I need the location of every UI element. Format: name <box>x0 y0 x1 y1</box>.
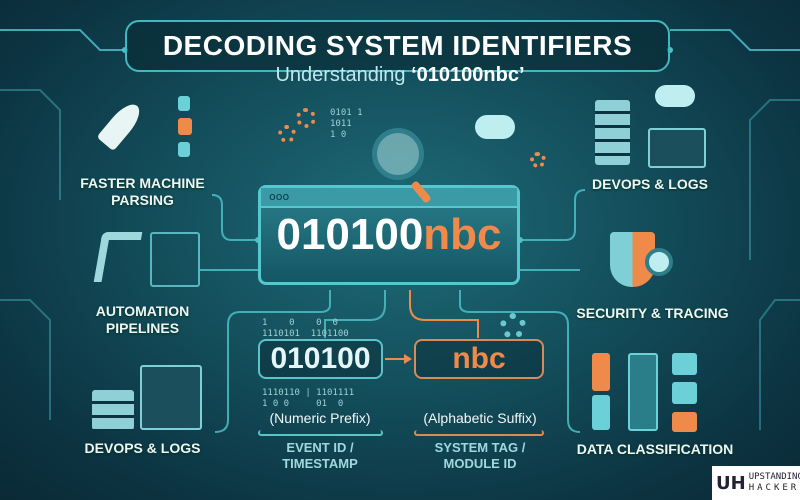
alpha-suffix-meaning: SYSTEM TAG / MODULE ID <box>434 440 526 471</box>
documents-icon <box>592 353 610 391</box>
gear-icon <box>530 152 546 168</box>
document-icon <box>178 142 190 157</box>
cloud-sync-icon <box>475 115 515 139</box>
binary-top: 1 0 0 0 1110101 1101100 <box>262 318 349 339</box>
benefit-security-tracing: SECURITY & TRACING <box>576 305 729 321</box>
magnifier-icon <box>372 128 424 180</box>
gear-icon <box>278 125 296 143</box>
identifier-display: 010100nbc <box>261 210 517 260</box>
magnifier-icon <box>645 248 673 276</box>
benefit-data-classification: DATA CLASSIFICATION <box>576 441 734 457</box>
cloud-icon <box>655 85 695 107</box>
document-icon <box>628 353 658 431</box>
window-titlebar: ooo <box>261 188 517 208</box>
document-icon <box>178 96 190 111</box>
bracket <box>414 430 544 436</box>
logo-text-top: UPSTANDING <box>748 472 800 482</box>
server-icon <box>92 390 134 430</box>
brand-logo: UH UPSTANDING HACKER <box>712 466 800 500</box>
document-icon <box>672 382 697 404</box>
identifier-alpha: nbc <box>423 210 502 259</box>
page-title: DECODING SYSTEM IDENTIFIERS <box>162 30 633 61</box>
gear-icon <box>296 108 316 128</box>
title-banner: DECODING SYSTEM IDENTIFIERS <box>125 20 670 72</box>
server-cloud-icon <box>595 100 630 165</box>
benefit-devops-logs-left: DEVOPS & LOGS <box>84 440 201 456</box>
logo-text-bottom: HACKER <box>748 483 800 493</box>
benefit-automation: AUTOMATION PIPELINES <box>95 303 190 336</box>
identifier-numeric: 010100 <box>276 210 424 259</box>
numeric-prefix-box: 010100 <box>258 339 383 379</box>
numeric-prefix-meaning: EVENT ID / TIMESTAMP <box>282 440 358 471</box>
subtitle-text: Understanding <box>275 64 412 86</box>
log-window-icon <box>648 128 706 168</box>
document-icon <box>592 395 610 430</box>
alpha-suffix-caption: (Alphabetic Suffix) <box>423 410 537 426</box>
identifier-window: ooo 010100nbc <box>258 185 520 285</box>
document-icon <box>178 118 192 135</box>
document-icon <box>672 412 697 432</box>
subtitle: Understanding ‘010100nbc’ <box>0 64 800 87</box>
benefit-faster-parsing: FASTER MACHINE PARSING <box>80 175 205 208</box>
logo-mark: UH <box>716 472 746 494</box>
benefit-devops-logs-right: DEVOPS & LOGS <box>592 176 708 192</box>
alpha-suffix-box: nbc <box>414 339 544 379</box>
bracket <box>258 430 383 436</box>
subtitle-identifier: ‘010100nbc’ <box>411 64 525 86</box>
binary-bottom: 1110110 | 1101111 1 0 0 01 0 <box>262 388 355 409</box>
flowchart-icon <box>150 232 200 287</box>
document-icon <box>672 353 697 375</box>
numeric-prefix-caption: (Numeric Prefix) <box>269 410 371 426</box>
log-window-icon <box>140 365 202 430</box>
gear-icon <box>500 313 526 339</box>
